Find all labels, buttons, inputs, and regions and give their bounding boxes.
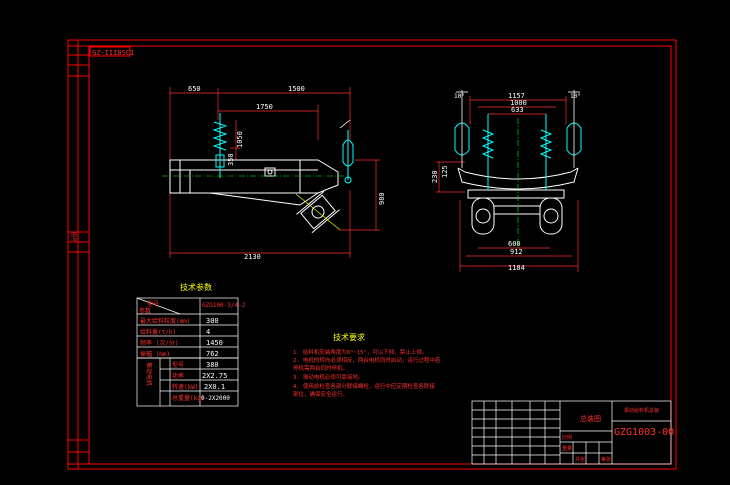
header-tag: GZ-IIIBSC1 (92, 49, 134, 57)
side-view: 650 1500 1750 2130 980 1050 350 (162, 85, 386, 261)
title-lower-label: 共张 (575, 456, 585, 463)
spec-motor-value: 2X0.1 (204, 383, 225, 391)
spec-table (136, 297, 239, 407)
note-line: 2. 电机的转向必须相反，两台电机同时启动，运行过程中若 (293, 356, 441, 364)
dim-side-h1: 1050 (236, 131, 244, 148)
spec-row-value: 1450 (206, 339, 223, 347)
dim-600: 600 (508, 240, 521, 248)
dim-633: 633 (511, 106, 524, 114)
spec-motor-value: 2X2.75 (202, 372, 227, 380)
note-line: 部位，确保安全运行。 (293, 390, 348, 398)
spec-motor-label: 功率 (172, 372, 184, 380)
spec-row-value: 300 (206, 317, 219, 325)
spec-row-label: 振幅 (mm) (140, 350, 170, 358)
front-view: 1157 1000 633 600 912 1184 230 125 10° 1… (431, 90, 582, 272)
spec-row-value: 4 (206, 328, 210, 336)
note-line: 4. 使用前检查各部分联接螺栓，运行中应定期检查各联接 (293, 382, 435, 390)
angle-right: 10° (570, 93, 581, 100)
spec-row-label: 频率 (次/分) (140, 339, 178, 347)
spec-row-label: 最大给料粒度(mm) (140, 317, 190, 325)
spec-row-label: 给料量(t/h) (140, 328, 176, 336)
inner-frame (88, 45, 672, 465)
spec-row-value: 762 (206, 350, 219, 358)
spec-model-value: GZG100-3/4-2 (202, 302, 246, 309)
note-line: 停机需两台同时停机。 (293, 364, 348, 372)
spec-model-label: 型号 (147, 300, 159, 308)
title-lower-label: 第张 (601, 456, 611, 463)
note-line: 3. 振动电机必须可靠接地。 (293, 373, 363, 381)
dim-1500: 1500 (288, 85, 305, 93)
title-lower-label: 比例 (562, 434, 572, 441)
dim-650: 650 (188, 85, 201, 93)
dim-912: 912 (510, 248, 523, 256)
spec-motor-label: 型号 (172, 361, 184, 369)
spec-motor-value: 0-2X2000 (201, 395, 230, 402)
spec-motor-value: 380 (206, 361, 219, 369)
title-block-company: 振动给料机总装 (624, 407, 659, 414)
left-margin-strip (67, 40, 90, 469)
spec-motor-group: 振动电机 (145, 362, 153, 386)
side-margin-mark: 图号 (70, 232, 76, 242)
spec-param-label: 参数 (139, 307, 151, 315)
angle-left: 10° (454, 93, 465, 100)
spec-title: 技术参数 (180, 282, 212, 292)
spec-motor-label: 转速(kW) (172, 383, 198, 391)
title-block (471, 400, 672, 465)
dim-980: 980 (378, 192, 386, 205)
title-lower-label: 重量 (562, 445, 572, 452)
dim-1157: 1157 (508, 92, 525, 100)
dim-1750: 1750 (256, 103, 273, 111)
dim-1184: 1184 (508, 264, 525, 272)
notes-title: 技术要求 (333, 332, 365, 342)
note-line: 1. 给料机安装角度为0°~15°，可以下倾，禁止上倾。 (293, 348, 427, 356)
title-block-name: 总装图 (580, 414, 601, 423)
dim-front-v2: 125 (441, 165, 449, 178)
dim-front-v1: 230 (431, 170, 439, 183)
spec-motor-label: 总重量(kg) (172, 394, 204, 402)
dim-2130: 2130 (244, 253, 261, 261)
outer-frame (67, 39, 677, 470)
drawing-number: GZG1003-00 (614, 427, 674, 438)
dim-1000: 1000 (510, 99, 527, 107)
